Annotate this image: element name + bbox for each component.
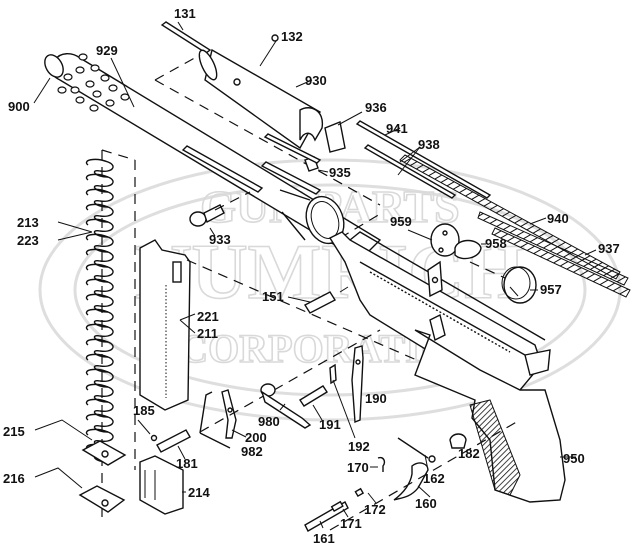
part-162-spring (397, 437, 429, 459)
callout-980: 980 (258, 414, 280, 429)
part-213-magazine-spring (85, 158, 114, 463)
part-192-pin (329, 363, 337, 385)
callout-216: 216 (3, 471, 25, 486)
spring-coil (85, 383, 114, 403)
part-185-ball (150, 434, 158, 442)
watermark-ring-inner (73, 183, 587, 397)
part-957-disc (501, 266, 537, 304)
callout-929: 929 (96, 43, 118, 58)
part-214-catch-housing (139, 455, 184, 515)
spring-coil (85, 278, 114, 298)
spring-coil (85, 308, 114, 328)
callout-221: 221 (197, 309, 219, 324)
part-172-bushing (354, 487, 365, 498)
part-131-pin (160, 21, 212, 54)
part-940-spring (477, 211, 629, 286)
callout-190: 190 (365, 391, 387, 406)
callout-941: 941 (386, 121, 408, 136)
spring-coil (85, 413, 114, 433)
callout-982: 982 (241, 444, 263, 459)
callout-161: 161 (313, 531, 335, 546)
part-941-rod (355, 120, 492, 199)
callout-181: 181 (176, 456, 198, 471)
callout-938: 938 (418, 137, 440, 152)
part-950-lower-receiver (328, 231, 566, 503)
spring-coil (85, 218, 114, 238)
part-958-disc (454, 239, 482, 260)
callout-132: 132 (281, 29, 303, 44)
part-221-magazine-body (139, 239, 191, 411)
callout-211: 211 (197, 326, 218, 341)
spring-coil (85, 203, 114, 223)
callout-151: 151 (262, 289, 284, 304)
callout-215: 215 (3, 424, 25, 439)
callout-214: 214 (188, 485, 210, 500)
part-930-receiver-tube (198, 48, 324, 150)
callout-957: 957 (540, 282, 562, 297)
part-982-spring (199, 391, 231, 449)
callout-936: 936 (365, 100, 387, 115)
spring-coil (85, 398, 114, 418)
callout-958: 958 (485, 236, 507, 251)
part-216-plate (78, 485, 126, 513)
callout-170: 170 (347, 460, 369, 475)
callout-172: 172 (364, 502, 386, 517)
spring-coil (85, 233, 114, 253)
part-181-pin (156, 429, 191, 453)
spring-coil (85, 338, 114, 358)
spring-coil (85, 158, 114, 178)
spring-coil (85, 263, 114, 283)
part-extractor-bar (260, 161, 322, 195)
callout-131: 131 (174, 6, 196, 21)
callout-223: 223 (17, 233, 39, 248)
part-160-trigger (393, 462, 429, 501)
callout-192: 192 (348, 439, 370, 454)
part-190-sear (351, 345, 364, 424)
callout-933: 933 (209, 232, 231, 247)
spring-coil (85, 368, 114, 388)
part-215-plate (81, 440, 127, 466)
part-933-cocking-knob (189, 204, 225, 227)
spring-coil (85, 353, 114, 373)
callout-937: 937 (598, 241, 620, 256)
part-936-latch (324, 121, 346, 153)
part-firing-pin-rod (181, 145, 264, 193)
part-151-pin (304, 291, 336, 314)
part-980-trigger-bar (260, 383, 312, 429)
callout-182: 182 (458, 446, 480, 461)
part-182-spring (449, 433, 467, 449)
callout-213: 213 (17, 215, 39, 230)
callout-185: 185 (133, 403, 155, 418)
part-191-pin (299, 385, 328, 407)
callout-160: 160 (415, 496, 437, 511)
callout-950: 950 (563, 451, 585, 466)
spring-coil (85, 173, 114, 193)
callout-200: 200 (245, 430, 267, 445)
part-132-nut (271, 34, 279, 42)
part-200-lever (221, 389, 237, 439)
spring-coil (85, 323, 114, 343)
part-170-clip (377, 456, 386, 472)
callout-940: 940 (547, 211, 569, 226)
spring-coil (85, 248, 114, 268)
callout-935: 935 (329, 165, 351, 180)
callout-900: 900 (8, 99, 30, 114)
part-171-bushing (330, 500, 344, 513)
callout-930: 930 (305, 73, 327, 88)
part-937-spring (491, 227, 631, 298)
callout-959: 959 (390, 214, 412, 229)
callout-191: 191 (319, 417, 341, 432)
spring-coil (85, 293, 114, 313)
callout-171: 171 (340, 516, 362, 531)
spring-coil (85, 188, 114, 208)
callout-162: 162 (423, 471, 445, 486)
